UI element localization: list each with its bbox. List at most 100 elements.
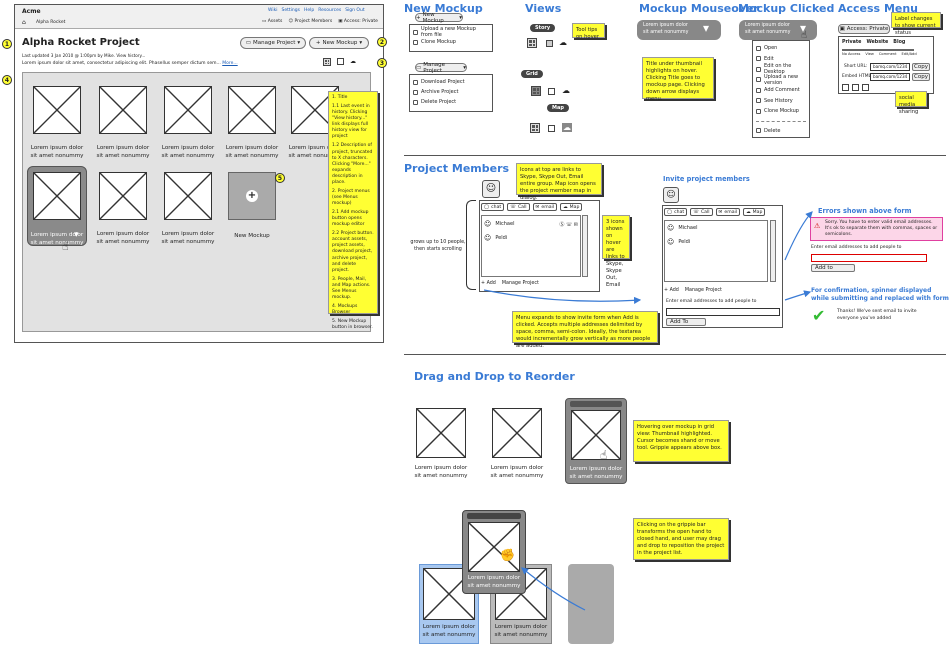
wiki-link[interactable]: Wiki (268, 8, 278, 13)
home-icon[interactable]: ⌂ (22, 19, 26, 26)
email-button[interactable]: ✉email (715, 208, 741, 216)
member-row[interactable]: ☺Peldi (667, 238, 691, 246)
short-url-field[interactable]: bamq.com/1234 (870, 63, 910, 71)
chat-button[interactable]: ◯chat (481, 203, 505, 211)
invite-email-field[interactable] (666, 308, 780, 316)
private-tab[interactable]: Private (842, 40, 862, 45)
members-scrollbar[interactable] (582, 215, 588, 277)
errors-add-to-button[interactable]: Add to (811, 264, 855, 272)
thumbnail-image[interactable] (33, 86, 81, 134)
edit-option[interactable]: Edit/Add (901, 52, 917, 56)
call-button[interactable]: ☏Call (507, 203, 530, 211)
story-view-icon[interactable] (548, 125, 555, 132)
chat-button[interactable]: ◯chat (664, 208, 688, 216)
story-view-icon[interactable] (546, 40, 553, 47)
add-member-button[interactable]: + Add (481, 281, 496, 286)
settings-link[interactable]: Settings (281, 8, 300, 13)
website-tab[interactable]: Website (866, 40, 889, 45)
grippie-bar[interactable] (467, 513, 521, 519)
mockup-menu-item[interactable]: Clone Mockup (756, 106, 806, 117)
mockup-menu-item[interactable]: Add Comment (756, 85, 806, 96)
thumbnail-image[interactable] (416, 408, 466, 458)
mockup-menu-item[interactable]: Edit on the Desktop (756, 63, 806, 75)
facebook-icon[interactable] (842, 84, 849, 91)
access-button[interactable]: ▣Access: Private (838, 24, 890, 34)
access-tab[interactable]: ▣ Access: Private (338, 19, 378, 24)
help-link[interactable]: Help (303, 8, 315, 13)
upload-mockup-item[interactable]: Upload a new Mockup from file (413, 26, 489, 38)
member-row[interactable]: ☺Michael (667, 224, 698, 232)
mockup-menu-item[interactable]: Delete (756, 126, 806, 137)
map-view-icon[interactable]: ☁ (350, 58, 356, 65)
mockup-menu-item[interactable]: See History (756, 96, 806, 107)
map-button[interactable]: ☁Map (560, 203, 583, 211)
mockup-menu-item[interactable]: Edit (756, 54, 806, 65)
story-view-icon[interactable] (337, 58, 344, 65)
email-button[interactable]: ✉email (532, 203, 558, 211)
no-access-option[interactable]: No Access (842, 52, 861, 56)
story-view-icon[interactable] (548, 88, 555, 95)
grippie-bar[interactable] (570, 401, 622, 407)
last-updated[interactable]: Last updated 3 Jan 2010 @ 1:00pm by Mike… (22, 53, 146, 58)
call-button[interactable]: ☏Call (690, 208, 713, 216)
thumbnail-image[interactable] (164, 86, 212, 134)
map-view-icon[interactable]: ☁ (562, 123, 572, 132)
grid-view-icon[interactable] (531, 86, 541, 96)
new-mockup-menu-button[interactable]: +New Mockup▾ (415, 11, 463, 24)
member-row[interactable]: ☺Michael Ⓢ ☏ ✉ (484, 220, 578, 228)
download-project-item[interactable]: Download Project (413, 77, 489, 87)
thumbnail-image[interactable] (228, 86, 276, 134)
manage-project-link[interactable]: Manage Project (501, 281, 539, 286)
copy-short-url-button[interactable]: Copy (912, 63, 930, 71)
view-option[interactable]: View (865, 52, 874, 56)
new-mockup-tile[interactable]: + (228, 172, 276, 220)
thumbnail-image[interactable] (99, 86, 147, 134)
delete-project-item[interactable]: Delete Project (413, 97, 489, 107)
manage-menu-button[interactable]: ▭Manage Project▾ (415, 61, 467, 74)
chevron-down-icon[interactable]: ▾ (74, 230, 79, 240)
clone-mockup-item[interactable]: Clone Mockup (413, 37, 489, 47)
mockup-menu-item[interactable]: Open (756, 43, 806, 54)
invite-scrollbar[interactable] (770, 220, 776, 282)
chevron-down-icon[interactable]: ▾ (703, 21, 710, 35)
map-button[interactable]: ☁Map (743, 208, 766, 216)
copy-embed-button[interactable]: Copy (912, 73, 930, 81)
assets-tab[interactable]: ▭ Assets (262, 19, 283, 24)
new-mockup-button[interactable]: +New Mockup▾ (309, 37, 369, 49)
resources-link[interactable]: Resources (318, 8, 342, 13)
errors-email-field[interactable] (811, 254, 927, 262)
mockup-menu-item[interactable]: Upload a new version (756, 74, 806, 86)
sign-out-link[interactable]: Sign Out (345, 8, 365, 13)
new-mockup-caption[interactable]: New Mockup (234, 233, 270, 239)
thumbnail-image[interactable] (492, 408, 542, 458)
add-member-button[interactable]: + Add (664, 288, 679, 293)
twitter-icon[interactable] (852, 84, 859, 91)
map-view-icon[interactable]: ☁ (559, 38, 567, 47)
breadcrumb[interactable]: Alpha Rocket (36, 20, 66, 25)
embed-field[interactable]: bamq.com/1234 (870, 73, 910, 81)
thumbnail-image[interactable] (99, 172, 147, 220)
manage-project-button[interactable]: ▭Manage Project▾ (240, 37, 306, 49)
comment-option[interactable]: Comment (878, 52, 897, 56)
grid-view-icon[interactable] (530, 123, 540, 133)
grid-view-icon[interactable] (527, 38, 537, 48)
chevron-down-icon[interactable]: ▾ (800, 21, 807, 35)
thumbnail-image[interactable] (164, 172, 212, 220)
member-row[interactable]: ☺Peldi (484, 234, 508, 242)
grid-view-icon[interactable] (323, 58, 331, 66)
blog-tab[interactable]: Blog (893, 40, 906, 45)
map-view-icon[interactable]: ☁ (562, 86, 570, 95)
archive-project-item[interactable]: Archive Project (413, 87, 489, 97)
manage-project-link[interactable]: Manage Project (684, 288, 722, 293)
share-icon[interactable] (862, 84, 869, 91)
more-link[interactable]: More... (222, 61, 238, 66)
